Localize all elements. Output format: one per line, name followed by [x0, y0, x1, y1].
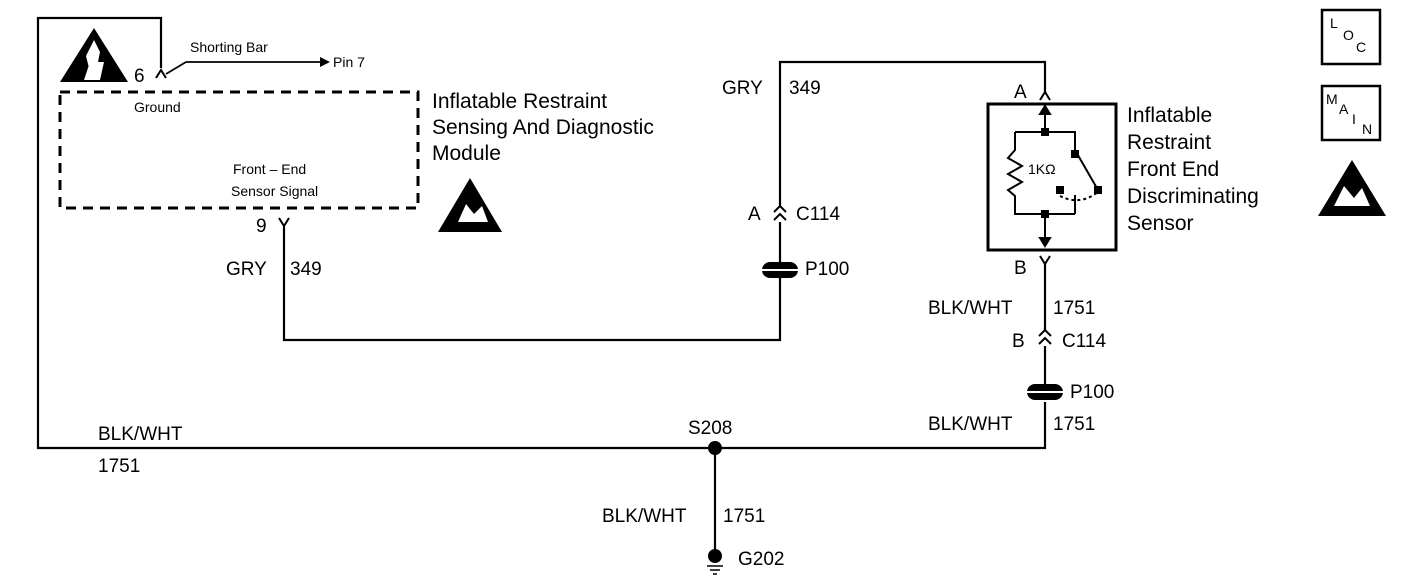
module-title-line3: Module: [432, 142, 501, 165]
c114-right-label: C114: [1062, 331, 1106, 352]
pin6-terminal: [155, 68, 167, 79]
svg-text:M: M: [1326, 91, 1338, 107]
signal-label-line1: Front – End: [233, 161, 306, 177]
svg-text:I: I: [1352, 111, 1356, 127]
gry-lower-color: GRY: [226, 259, 267, 280]
resistor-label: 1KΩ: [1028, 161, 1056, 177]
svg-text:A: A: [1339, 101, 1349, 117]
c114-left-connector: [773, 204, 787, 221]
module-title-line2: Sensing And Diagnostic: [432, 116, 654, 139]
blk-sensor-color: BLK/WHT: [928, 298, 1013, 319]
gry-lower-circuit: 349: [290, 259, 322, 280]
sensor-pin-a-label: A: [1014, 82, 1027, 103]
wire-blk-wht-right: [715, 402, 1047, 450]
sensor-title-line5: Sensor: [1127, 212, 1194, 235]
p100-left-connector: [762, 262, 798, 278]
shorting-bar-line: [165, 61, 187, 75]
sensor-title-line4: Discriminating: [1127, 185, 1259, 208]
signal-label-line2: Sensor Signal: [231, 183, 318, 199]
ground-label-g202: G202: [738, 549, 784, 570]
blk-left-color: BLK/WHT: [98, 424, 183, 445]
airbag-warning-icon: [60, 28, 128, 82]
pin7-label: Pin 7: [333, 54, 365, 70]
sensor-node-1: [1041, 128, 1049, 136]
ground-label: Ground: [134, 99, 181, 115]
pin6-label: 6: [134, 66, 145, 87]
blk-left-circuit: 1751: [98, 456, 140, 477]
wire-gry-349-upper: [778, 60, 1047, 206]
pin9-terminal: [278, 217, 290, 228]
splice-s208: [708, 441, 722, 455]
sensor-node-2: [1041, 210, 1049, 218]
wire-gry-349: [282, 226, 782, 342]
blk-lower-color: BLK/WHT: [928, 414, 1013, 435]
gry-upper-circuit: 349: [789, 78, 821, 99]
sensor-pin-b-label: B: [1014, 258, 1027, 279]
loc-icon: L O C: [1320, 8, 1382, 66]
c114-right-connector: [1038, 328, 1052, 345]
c114-left-label: C114: [796, 204, 840, 225]
blk-ground-circuit: 1751: [723, 506, 765, 527]
svg-text:O: O: [1343, 27, 1354, 43]
wire-blk-wht-left: [36, 16, 715, 450]
blk-sensor-circuit: 1751: [1053, 298, 1095, 319]
sensor-title-line2: Restraint: [1127, 131, 1211, 154]
ground-g202-icon: [707, 549, 723, 575]
sensor-node-4: [1056, 186, 1064, 194]
shorting-bar-arrowhead: [320, 57, 330, 67]
p100-right-label: P100: [1070, 382, 1114, 403]
module-box: [58, 90, 420, 210]
svg-text:L: L: [1330, 15, 1338, 31]
sensor-node-3: [1071, 150, 1079, 158]
module-title-line1: Inflatable Restraint: [432, 90, 607, 113]
sensor-pin-a-terminal: [1039, 90, 1051, 101]
svg-text:C: C: [1356, 39, 1366, 55]
esd-warning-icon: [438, 178, 502, 232]
blk-lower-circuit: 1751: [1053, 414, 1095, 435]
sensor-pin-b-terminal: [1039, 255, 1051, 266]
sensor-title-line1: Inflatable: [1127, 104, 1212, 127]
p100-right-connector: [1027, 384, 1063, 400]
blk-ground-color: BLK/WHT: [602, 506, 687, 527]
sensor-title-line3: Front End: [1127, 158, 1219, 181]
svg-text:N: N: [1362, 121, 1372, 137]
c114-right-pin-label: B: [1012, 331, 1025, 352]
pin9-label: 9: [256, 216, 267, 237]
shorting-bar-label: Shorting Bar: [190, 39, 268, 55]
gry-upper-color: GRY: [722, 78, 763, 99]
main-icon: M A I N: [1320, 84, 1382, 142]
sensor-node-5: [1094, 186, 1102, 194]
sensor-box: [986, 102, 1118, 252]
c114-left-pin-label: A: [748, 204, 761, 225]
splice-label: S208: [688, 418, 732, 439]
esd-legend-icon: [1318, 160, 1386, 216]
p100-left-label: P100: [805, 259, 849, 280]
